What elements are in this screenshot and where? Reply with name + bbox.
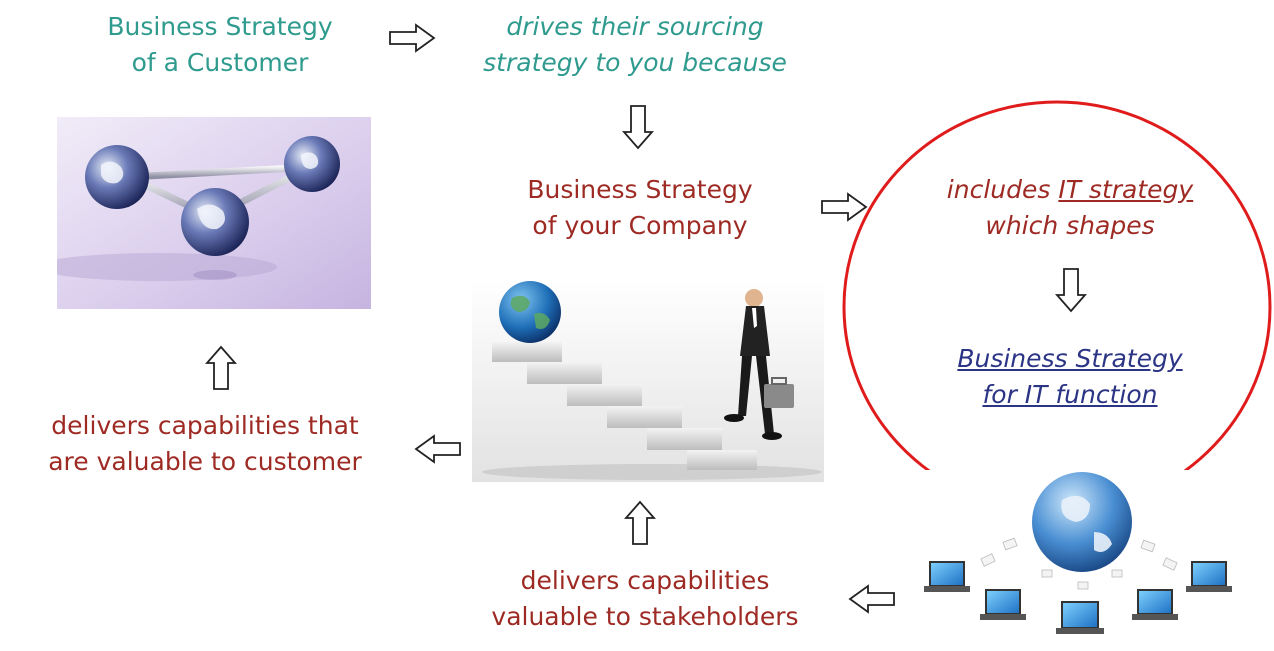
arrow-right-icon — [389, 23, 436, 53]
customer-value-text: delivers capabilities that are valuable … — [0, 408, 410, 480]
company-strategy-line1: Business Strategy — [527, 175, 753, 204]
arrow-up-icon — [205, 345, 237, 390]
globe-stairs-businessman-image — [472, 280, 824, 482]
it-strategy-line1: includes IT strategy — [900, 172, 1240, 208]
arrow-left-icon — [414, 434, 461, 464]
arrow-down-icon — [1055, 268, 1087, 313]
it-strategy-text: includes IT strategy which shapes — [900, 172, 1240, 244]
stakeholder-value-line1: delivers capabilities — [520, 566, 770, 595]
customer-strategy-line1: Business Strategy — [107, 12, 333, 41]
it-function-line1: Business Strategy — [957, 344, 1183, 373]
customer-strategy-text: Business Strategy of a Customer — [60, 9, 380, 81]
it-function-text[interactable]: Business Strategy for IT function — [900, 341, 1240, 413]
stakeholder-value-line2: valuable to stakeholders — [491, 602, 799, 631]
connected-globes-image — [57, 117, 371, 309]
company-strategy-line2: of your Company — [532, 211, 748, 240]
sourcing-line1: drives their sourcing — [506, 12, 764, 41]
company-strategy-text: Business Strategy of your Company — [470, 172, 810, 244]
customer-value-line2: are valuable to customer — [48, 447, 362, 476]
it-strategy-link[interactable]: IT strategy — [1058, 175, 1194, 204]
customer-strategy-line2: of a Customer — [131, 48, 309, 77]
arrow-right-icon — [821, 192, 868, 222]
globe-laptops-network-image — [912, 470, 1242, 651]
it-function-line2: for IT function — [982, 380, 1158, 409]
customer-value-line1: delivers capabilities that — [51, 411, 359, 440]
sourcing-line2: strategy to you because — [483, 48, 787, 77]
sourcing-text: drives their sourcing strategy to you be… — [455, 9, 815, 81]
stakeholder-value-text: delivers capabilities valuable to stakeh… — [455, 563, 835, 635]
arrow-down-icon — [622, 105, 654, 150]
arrow-left-icon — [848, 584, 895, 614]
arrow-up-icon — [624, 500, 656, 545]
it-strategy-line2: which shapes — [985, 211, 1155, 240]
it-strategy-pre: includes — [946, 175, 1059, 204]
